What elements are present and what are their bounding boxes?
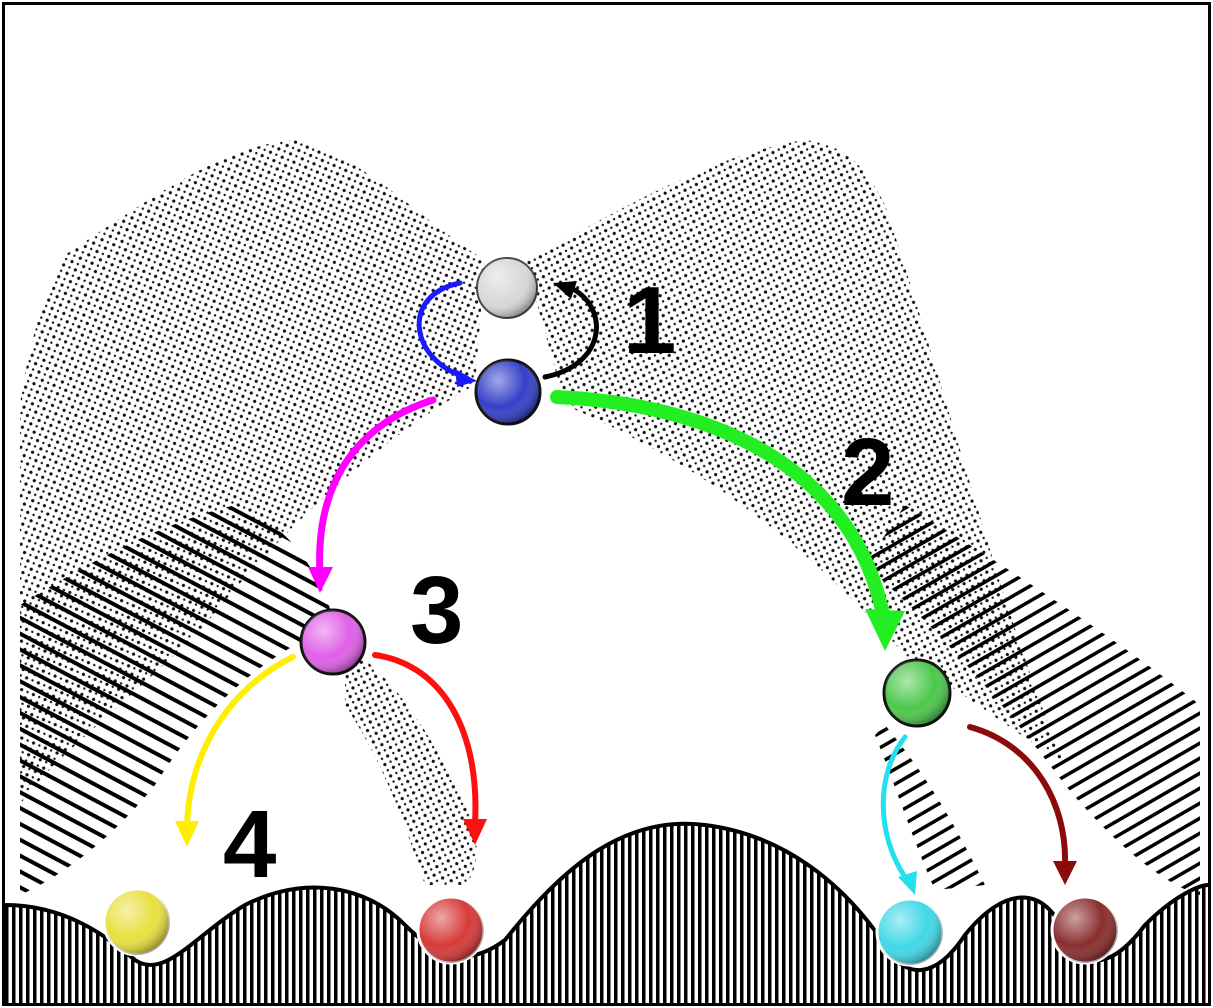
ball-blue xyxy=(474,358,542,426)
red-arrow xyxy=(372,652,487,845)
epigenetic-landscape-diagram: 1 2 3 4 xyxy=(5,140,1208,1003)
landscape-valleys xyxy=(5,823,1208,1003)
landscape-mid-ridge xyxy=(345,645,477,885)
ball-top xyxy=(476,257,538,319)
ball-magenta xyxy=(299,608,367,676)
blue-arrow xyxy=(416,280,477,387)
magenta-arrow xyxy=(308,396,437,593)
ball-red xyxy=(416,895,486,965)
landscape-surface xyxy=(5,140,1208,1003)
ball-dark-red xyxy=(1050,895,1120,965)
cell-balls xyxy=(102,257,1120,967)
green-arrow xyxy=(550,390,905,651)
stage-labels: 1 2 3 4 xyxy=(223,267,894,898)
ball-cyan xyxy=(875,897,945,967)
transition-arrows xyxy=(175,280,1077,895)
stage-label-4: 4 xyxy=(223,791,276,898)
ball-yellow xyxy=(102,887,172,957)
stage-label-1: 1 xyxy=(623,267,676,374)
yellow-arrow xyxy=(175,654,296,847)
landscape-left-slope xyxy=(20,505,335,895)
ball-green xyxy=(882,658,952,728)
cyan-arrow xyxy=(880,734,917,895)
dark-red-arrow xyxy=(967,724,1077,885)
landscape-green-ridge xyxy=(875,725,985,890)
landscape-right-slope xyxy=(865,505,1200,895)
stage-label-2: 2 xyxy=(841,419,894,526)
black-return-arrow xyxy=(542,281,599,380)
stage-label-3: 3 xyxy=(410,557,463,664)
